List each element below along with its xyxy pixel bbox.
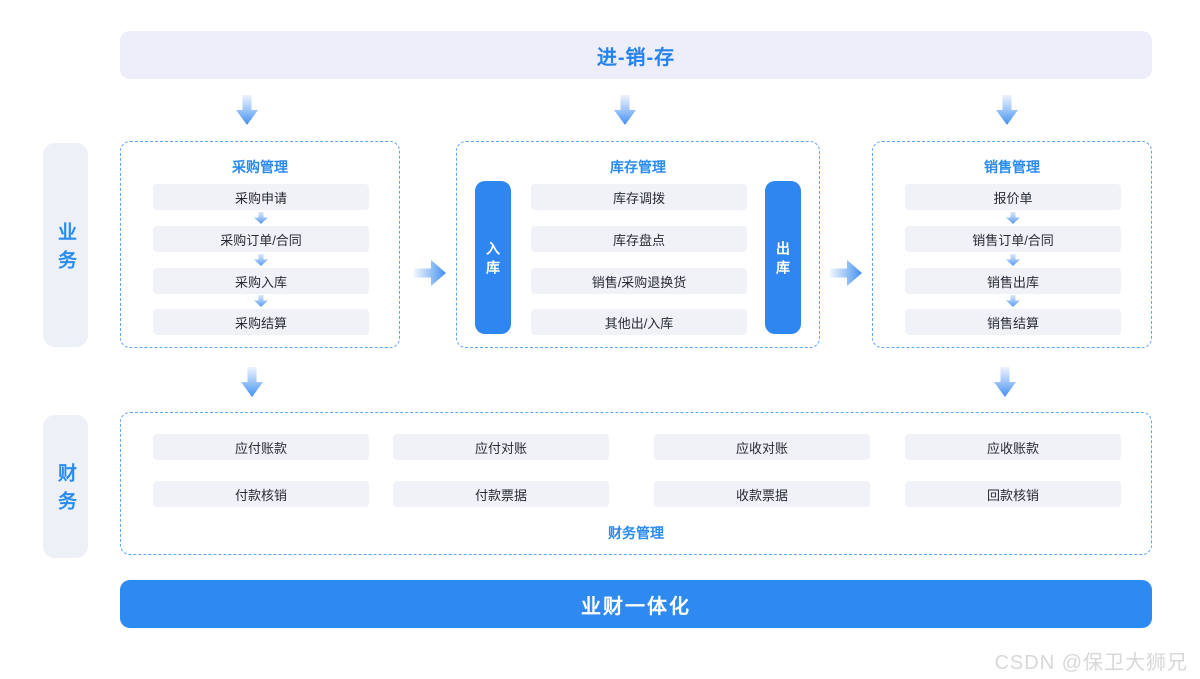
finance-item: 应付账款 <box>153 434 369 460</box>
inbound-pill: 入库 <box>475 181 511 334</box>
inventory-item: 其他出/入库 <box>531 309 747 335</box>
business-section-label-text: 业务 <box>55 221 76 278</box>
finance-item: 应付对账 <box>393 434 609 460</box>
finance-item: 付款票据 <box>393 481 609 507</box>
down-arrow-icon <box>236 95 258 125</box>
sales-step: 报价单 <box>905 184 1121 210</box>
inventory-item: 库存盘点 <box>531 226 747 252</box>
finance-management-title: 财务管理 <box>608 525 664 541</box>
inventory-item: 销售/采购退换货 <box>531 268 747 294</box>
right-arrow-icon <box>414 260 446 286</box>
outbound-pill: 出库 <box>765 181 801 334</box>
sales-step: 销售出库 <box>905 268 1121 294</box>
sales-step: 销售结算 <box>905 309 1121 335</box>
footer-title: 业财一体化 <box>581 595 691 618</box>
down-arrow-icon <box>254 212 268 224</box>
down-arrow-icon <box>254 295 268 307</box>
inventory-item: 库存调拨 <box>531 184 747 210</box>
header-title: 进-销-存 <box>596 46 676 69</box>
finance-section-label-text: 财务 <box>55 463 76 519</box>
sales-management-title: 销售管理 <box>984 159 1040 175</box>
down-arrow-icon <box>1006 295 1020 307</box>
business-section-label: 业务 <box>43 143 88 347</box>
purchase-step: 采购结算 <box>153 309 369 335</box>
finance-management-box: 应付账款 应付对账 应收对账 应收账款 付款核销 付款票据 收款票据 回款核销 … <box>120 412 1152 555</box>
finance-item: 收款票据 <box>654 481 870 507</box>
outbound-pill-label: 出库 <box>775 241 791 279</box>
down-arrow-icon <box>1006 212 1020 224</box>
purchase-step: 采购入库 <box>153 268 369 294</box>
right-arrow-icon <box>830 260 862 286</box>
inbound-pill-label: 入库 <box>485 241 501 279</box>
down-arrow-icon <box>1006 254 1020 266</box>
purchase-management-box: 采购管理 采购申请 采购订单/合同 采购入库 采购结算 <box>120 141 400 348</box>
finance-item: 应收对账 <box>654 434 870 460</box>
down-arrow-icon <box>254 254 268 266</box>
down-arrow-icon <box>241 367 263 397</box>
sales-step: 销售订单/合同 <box>905 226 1121 252</box>
inventory-management-box: 库存管理 入库 库存调拨 库存盘点 销售/采购退换货 其他出/入库 出库 <box>456 141 820 348</box>
footer-banner: 业财一体化 <box>120 580 1152 628</box>
sales-management-box: 销售管理 报价单 销售订单/合同 销售出库 销售结算 <box>872 141 1152 348</box>
down-arrow-icon <box>614 95 636 125</box>
finance-item: 应收账款 <box>905 434 1121 460</box>
finance-item: 付款核销 <box>153 481 369 507</box>
watermark-text: CSDN @保卫大狮兄 <box>994 652 1188 674</box>
purchase-step: 采购申请 <box>153 184 369 210</box>
purchase-step: 采购订单/合同 <box>153 226 369 252</box>
inventory-management-title: 库存管理 <box>610 159 666 175</box>
down-arrow-icon <box>996 95 1018 125</box>
header-banner: 进-销-存 <box>120 31 1152 79</box>
finance-section-label: 财务 <box>43 415 88 558</box>
purchase-management-title: 采购管理 <box>232 159 288 175</box>
down-arrow-icon <box>994 367 1016 397</box>
finance-item: 回款核销 <box>905 481 1121 507</box>
